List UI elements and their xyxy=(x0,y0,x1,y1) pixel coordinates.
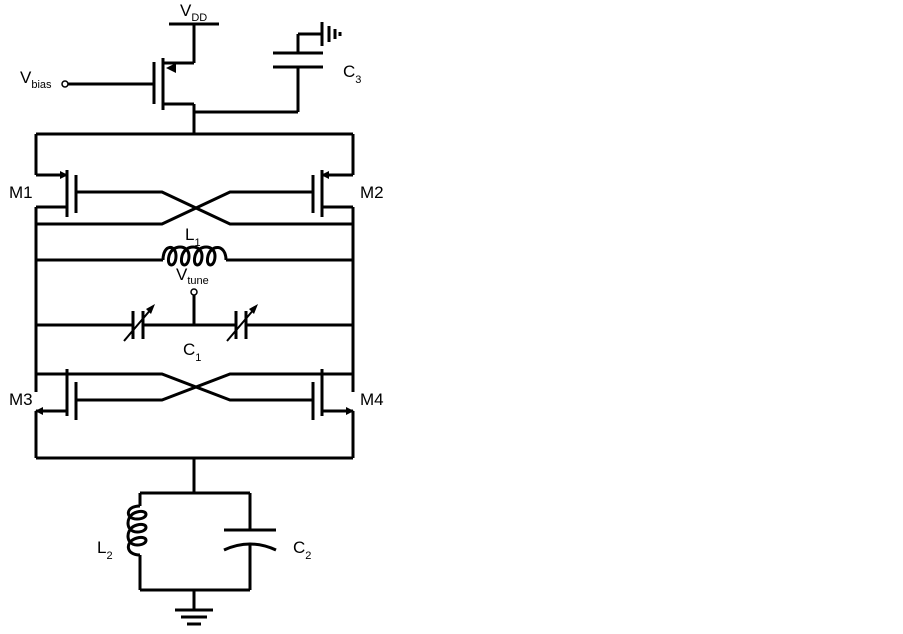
m3-label: M3 xyxy=(9,390,33,409)
ground-icon xyxy=(175,608,213,626)
pmos-arrow-icon xyxy=(166,63,176,73)
variable-arrow-icon xyxy=(123,307,153,342)
bias-pmos-transistor xyxy=(61,24,196,134)
vbias-label: Vbias xyxy=(20,68,52,91)
vtune-terminal-icon[interactable] xyxy=(190,288,198,296)
c1-label: C1 xyxy=(183,340,201,364)
tail-tank xyxy=(126,491,277,626)
bottom-rail xyxy=(36,456,353,493)
transistor-m4 xyxy=(311,369,355,458)
top-cross-coupling xyxy=(36,190,353,226)
l2-label: L2 xyxy=(97,538,113,562)
m4-label: M4 xyxy=(360,390,384,409)
m1-label: M1 xyxy=(9,183,33,202)
bottom-cross-coupling xyxy=(36,372,353,402)
capacitor-c3 xyxy=(194,22,342,114)
m2-label: M2 xyxy=(360,183,384,202)
c2-label: C2 xyxy=(293,538,311,562)
transistor-m3 xyxy=(34,369,78,458)
vdd-label: VDD xyxy=(180,1,207,24)
vtune-label: Vtune xyxy=(176,265,209,287)
ground-icon xyxy=(320,22,342,46)
inductor-l1 xyxy=(36,245,353,267)
transistor-m1 xyxy=(34,134,78,217)
l1-label: L1 xyxy=(185,225,201,249)
varactor-c1 xyxy=(36,288,353,342)
inductor-l2 xyxy=(126,504,148,557)
vbias-terminal-icon[interactable] xyxy=(61,80,69,88)
c3-label: C3 xyxy=(343,62,361,86)
variable-arrow-icon xyxy=(226,307,256,342)
transistor-m2 xyxy=(311,134,355,217)
